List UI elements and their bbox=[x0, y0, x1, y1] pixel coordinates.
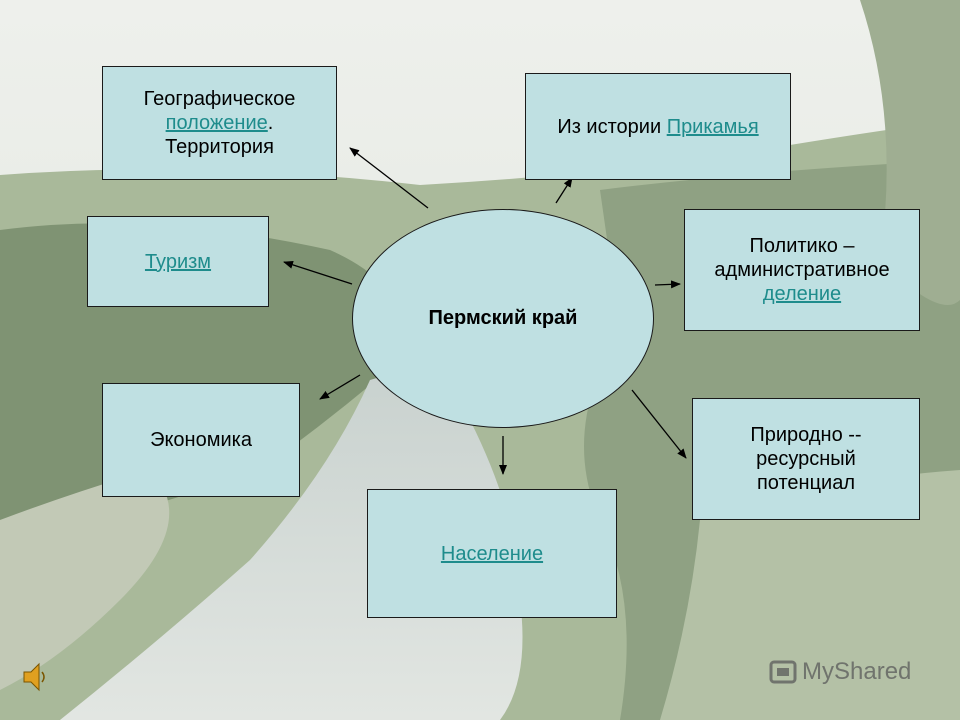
history-text: Из истории bbox=[557, 115, 667, 138]
geo-period: . bbox=[267, 112, 274, 134]
geo-position-link[interactable]: положение bbox=[165, 112, 268, 134]
perm-krai-center-node: Пермский край bbox=[352, 209, 654, 428]
political-division-box: Политико – административное деление bbox=[684, 209, 920, 331]
political-line1: Политико – bbox=[749, 235, 855, 257]
geo-line3: Территория bbox=[165, 136, 274, 158]
speaker-icon[interactable] bbox=[22, 660, 50, 694]
tourism-link[interactable]: Туризм bbox=[144, 250, 212, 273]
prikamye-link[interactable]: Прикамья bbox=[666, 115, 759, 138]
economy-box: Экономика bbox=[102, 383, 300, 497]
natural-line2: ресурсный bbox=[756, 448, 856, 470]
natural-line1: Природно -- bbox=[750, 424, 862, 446]
economy-text: Экономика bbox=[150, 429, 252, 451]
natural-resources-box: Природно -- ресурсный потенциал bbox=[692, 398, 920, 520]
political-line2: административное bbox=[714, 259, 890, 281]
watermark-text: MyShared bbox=[802, 658, 912, 685]
geo-position-box: Географическое положение. Территория bbox=[102, 66, 337, 180]
division-link[interactable]: деление bbox=[762, 283, 842, 305]
population-box: Население bbox=[367, 489, 617, 618]
myshared-watermark: MyShared bbox=[768, 656, 911, 688]
population-link[interactable]: Население bbox=[440, 542, 544, 565]
history-box: Из истории Прикамья bbox=[525, 73, 791, 180]
center-label: Пермский край bbox=[428, 307, 578, 329]
natural-line3: потенциал bbox=[756, 472, 856, 494]
tourism-box: Туризм bbox=[87, 216, 269, 307]
geo-line1: Географическое bbox=[143, 88, 296, 110]
myshared-logo-icon bbox=[769, 660, 797, 684]
